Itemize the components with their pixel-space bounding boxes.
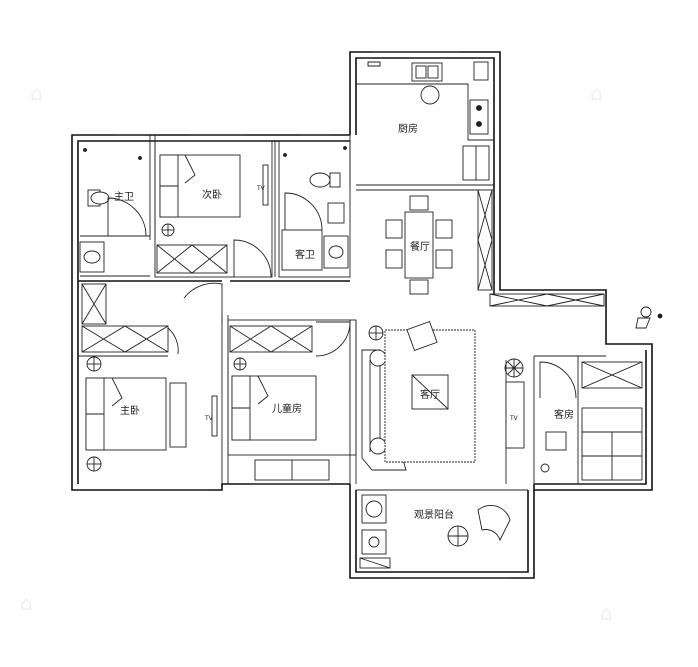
- washing-machine-icon: [359, 494, 391, 569]
- armchair-icon: [447, 504, 511, 547]
- guest-bath-label: 客卫: [295, 248, 315, 261]
- tv-label-second: TV: [256, 185, 266, 192]
- tv-label-guest: TV: [509, 415, 519, 422]
- kitchen-fixtures: [356, 61, 494, 181]
- door-swing-icon: [539, 361, 577, 399]
- door-swing-icon: [315, 321, 351, 357]
- master-bath-fixtures: [79, 148, 147, 273]
- svg-text:⌂: ⌂: [590, 81, 603, 105]
- svg-text:⌂: ⌂: [30, 81, 43, 105]
- svg-text:⌂: ⌂: [600, 601, 613, 625]
- wardrobe-icon: [81, 283, 169, 353]
- fridge-icon: [473, 61, 489, 81]
- kids-room-label: 儿童房: [272, 402, 302, 415]
- tv-icon: [262, 164, 269, 206]
- door-swing-icon: [167, 327, 179, 355]
- windows: [115, 51, 640, 579]
- dining-table-icon: [385, 195, 453, 295]
- desk-icon: [169, 382, 187, 448]
- watermark: ⌂ ⌂ ⌂ ⌂: [20, 81, 613, 625]
- outdoor-plant-icon: [635, 306, 663, 329]
- guest-bath-fixtures: [281, 146, 349, 271]
- sink-icon: [411, 62, 443, 82]
- bed-icon: [581, 407, 643, 481]
- kitchen-label: 厨房: [398, 122, 418, 135]
- bed-icon: [231, 357, 317, 441]
- sink-icon: [328, 245, 344, 259]
- tv-icon: [211, 395, 218, 437]
- guest-room-label: 客房: [554, 408, 574, 421]
- wardrobe-icon: [229, 325, 313, 353]
- wardrobe-icon: [581, 361, 643, 389]
- living-room-label: 客厅: [420, 388, 440, 401]
- tv-cabinet-icon: [505, 381, 525, 449]
- door-swing-icon: [233, 239, 272, 278]
- toilet-icon: [309, 172, 331, 188]
- master-bedroom-label: 主卧: [120, 404, 140, 417]
- plant-icon: [504, 358, 524, 378]
- dining-label: 餐厅: [410, 240, 430, 253]
- master-bath-label: 主卫: [114, 191, 134, 203]
- wardrobe-icon: [156, 244, 228, 274]
- door-swing-icon: [183, 282, 223, 322]
- sofa-icon: [361, 349, 407, 471]
- second-bedroom-label: 次卧: [202, 188, 222, 201]
- cabinet-icon: [477, 189, 605, 307]
- stove-icon: [469, 99, 489, 135]
- balcony-label: 观景阳台: [414, 508, 454, 521]
- bed-icon: [159, 154, 241, 237]
- tv-label-master: TV: [204, 415, 214, 422]
- sink-icon: [83, 250, 101, 264]
- chair-icon: [545, 431, 567, 451]
- bed-icon: [85, 356, 167, 472]
- svg-text:⌂: ⌂: [20, 591, 33, 615]
